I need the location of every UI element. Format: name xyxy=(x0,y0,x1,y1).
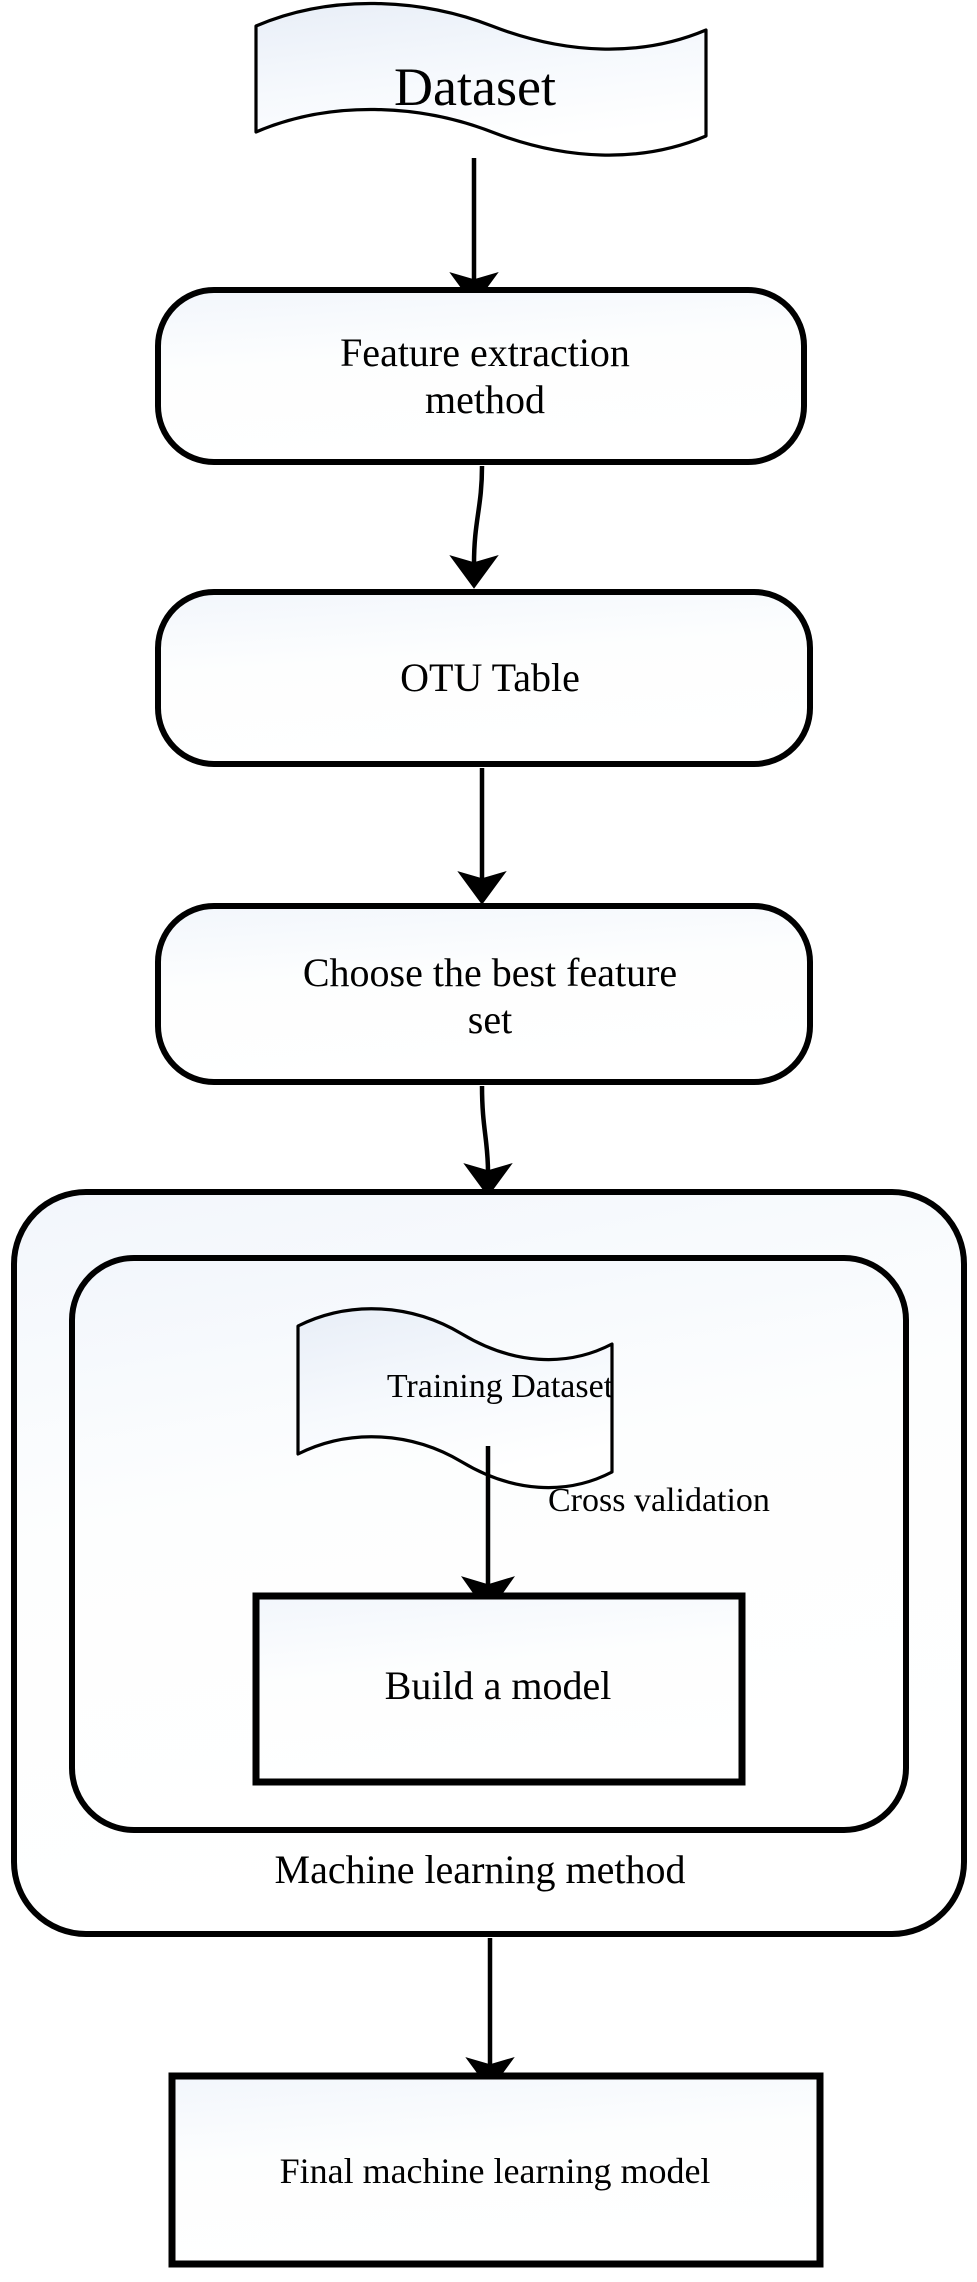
final-model-shape xyxy=(168,2072,824,2268)
dataset-shape xyxy=(254,1,708,157)
edge-feature-to-otu xyxy=(449,465,499,589)
training-dataset-shape xyxy=(296,1307,614,1490)
otu-table-shape xyxy=(155,589,813,767)
build-model-shape xyxy=(252,1592,746,1786)
feature-extraction-shape xyxy=(155,287,807,465)
choose-feature-set-shape xyxy=(155,903,813,1085)
edge-choose-to-ml xyxy=(463,1085,513,1197)
